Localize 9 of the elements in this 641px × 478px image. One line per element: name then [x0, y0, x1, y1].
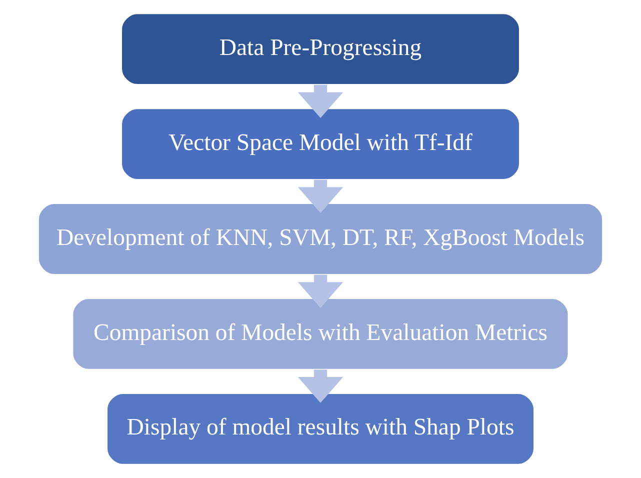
arrow [298, 180, 344, 213]
node-box: Data Pre-Progressing [120, 12, 520, 86]
arrow [298, 370, 344, 403]
node-box: Development of KNN, SVM, DT, RF, XgBoost Models [38, 202, 604, 276]
node-box: Display of model results with Shap Plots [106, 392, 535, 466]
node-box: Comparison of Models with Evaluation Metrics [72, 298, 570, 370]
arrow [298, 274, 344, 308]
node-box: Vector Space Model with Tf-Idf [120, 108, 520, 180]
arrow [298, 84, 344, 118]
